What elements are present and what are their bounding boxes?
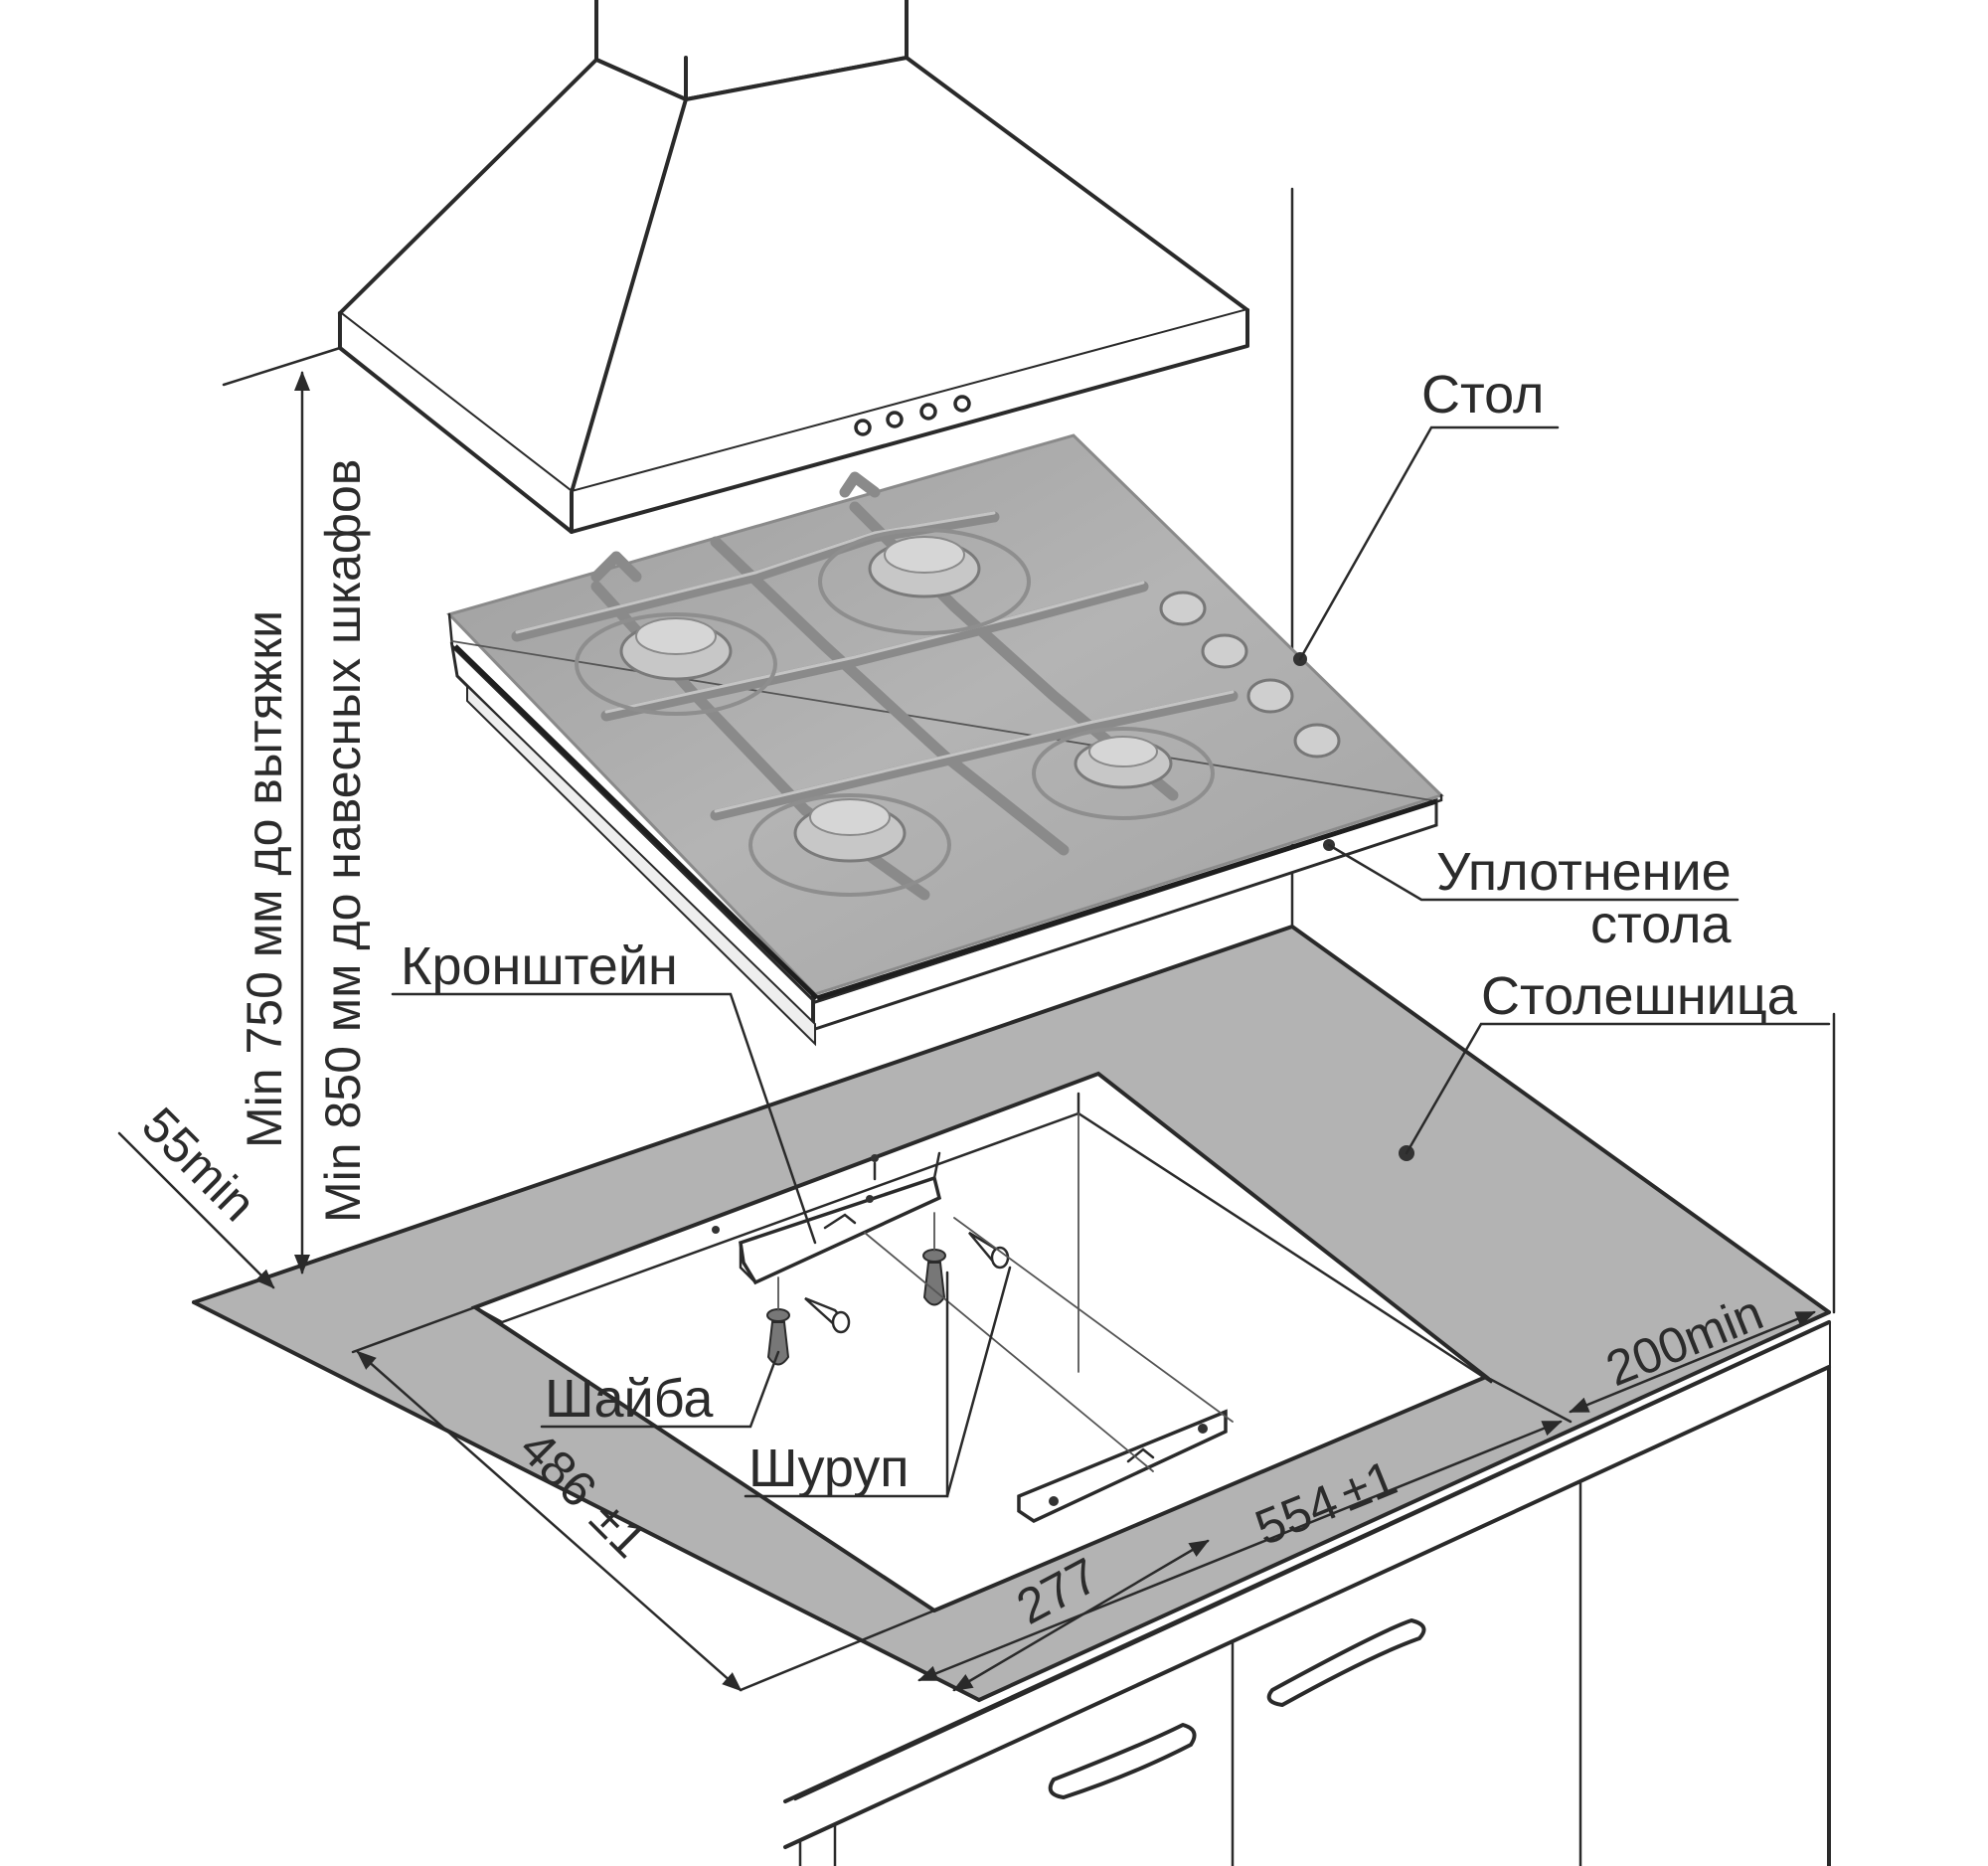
label-uplotnenie-1: Уплотнение <box>1436 842 1732 902</box>
label-stol: Стол <box>1421 365 1544 424</box>
knob-4 <box>1293 723 1341 759</box>
bracket-back <box>712 1151 942 1285</box>
label-shaiba: Шайба <box>545 1369 714 1429</box>
washer-left <box>766 1308 790 1366</box>
hood-button-2 <box>886 411 904 428</box>
knob-1 <box>1159 591 1207 626</box>
label-uplotnenie-2: стола <box>1590 895 1732 954</box>
hood-button-4 <box>953 395 971 413</box>
cabinet-handle-left <box>1048 1723 1197 1799</box>
dim-min-hood: Min 750 мм до вытяжки <box>237 610 292 1148</box>
burner-front-left <box>575 612 777 716</box>
hob-seal <box>453 644 819 1000</box>
hob-knobs <box>1159 591 1341 759</box>
burner-back-right <box>1032 727 1215 820</box>
range-hood <box>338 0 1249 534</box>
knob-3 <box>1246 678 1294 714</box>
label-shurup: Шуруп <box>748 1439 910 1498</box>
screw-left <box>804 1296 851 1334</box>
burner-back-left <box>818 528 1031 635</box>
burner-front-right <box>748 793 951 897</box>
dim-min-cabinets: Min 850 мм до навесных шкафов <box>315 459 371 1223</box>
gas-hob <box>446 433 1444 1047</box>
knob-2 <box>1201 633 1248 669</box>
dimension-lines <box>117 346 1816 1692</box>
screw-right <box>968 1231 1010 1270</box>
hood-button-3 <box>919 403 937 421</box>
label-kronshtein: Кронштейн <box>401 936 678 996</box>
hood-button-1 <box>854 419 872 436</box>
label-stoleshnica: Столешница <box>1481 966 1798 1026</box>
